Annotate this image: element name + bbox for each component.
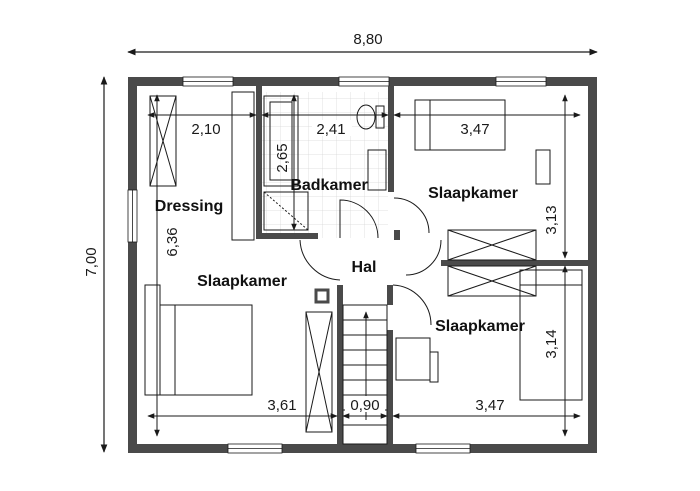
dim-w-depth: 6,36 <box>164 227 181 256</box>
dim-ne-depth: 3,13 <box>543 205 560 234</box>
window-bottom-right <box>415 441 471 456</box>
door-ne-bedroom <box>393 197 430 234</box>
closet-lower <box>447 265 537 297</box>
room-label-dressing: Dressing <box>155 198 223 215</box>
dim-ne-width: 3,47 <box>460 121 489 138</box>
bed-southeast <box>519 269 583 401</box>
room-label-slaapkamer-se: Slaapkamer <box>435 318 525 335</box>
room-labels: Dressing Badkamer Slaapkamer Slaapkamer … <box>155 177 525 335</box>
dim-bath-width: 2,41 <box>316 121 345 138</box>
dim-dressing-width: 2,10 <box>191 121 220 138</box>
closet-upper <box>447 229 537 261</box>
dim-bath-depth: 2,65 <box>274 143 291 172</box>
overall-height-label: 7,00 <box>83 247 100 276</box>
bathtub <box>263 95 299 187</box>
window-top-middle <box>338 74 390 89</box>
room-label-hal: Hal <box>352 259 377 276</box>
window-left-side <box>124 189 141 243</box>
overall-width-dimension: 8,80 <box>127 31 598 56</box>
dressing-closet <box>149 95 177 187</box>
bed-west <box>159 304 253 396</box>
dim-se-width: 3,47 <box>475 397 504 414</box>
desk-southeast <box>395 337 431 381</box>
wardrobe-hall <box>305 311 333 433</box>
dim-w-width: 3,61 <box>267 397 296 414</box>
shower <box>263 191 309 231</box>
staircase <box>342 304 388 445</box>
door-hall-closet <box>405 239 442 276</box>
windows <box>124 74 547 456</box>
dim-se-depth: 3,14 <box>543 329 560 358</box>
room-label-slaapkamer-w: Slaapkamer <box>197 273 287 290</box>
overall-height-dimension: 7,00 <box>83 76 108 453</box>
window-bottom-left <box>227 441 283 456</box>
bed-northeast <box>414 99 506 151</box>
doors <box>299 197 442 326</box>
sink <box>367 149 387 191</box>
dimension-labels: 2,10 2,41 3,47 2,65 3,13 6,36 3,61 0,90 … <box>164 120 560 414</box>
dim-hall-width: 0,90 <box>350 397 379 414</box>
door-bathroom <box>339 199 379 239</box>
door-west-bedroom <box>299 239 341 281</box>
door-se-bedroom <box>392 284 432 326</box>
window-top-right <box>495 74 547 89</box>
room-label-badkamer: Badkamer <box>290 177 367 194</box>
desk-northeast <box>535 149 551 185</box>
overall-width-label: 8,80 <box>353 31 382 48</box>
window-top-left <box>182 74 234 89</box>
interior-dimension-lines <box>147 94 581 437</box>
interior-walls <box>256 86 588 444</box>
room-label-slaapkamer-ne: Slaapkamer <box>428 185 518 202</box>
nightstand-strip <box>144 284 161 396</box>
wardrobe <box>231 91 255 241</box>
